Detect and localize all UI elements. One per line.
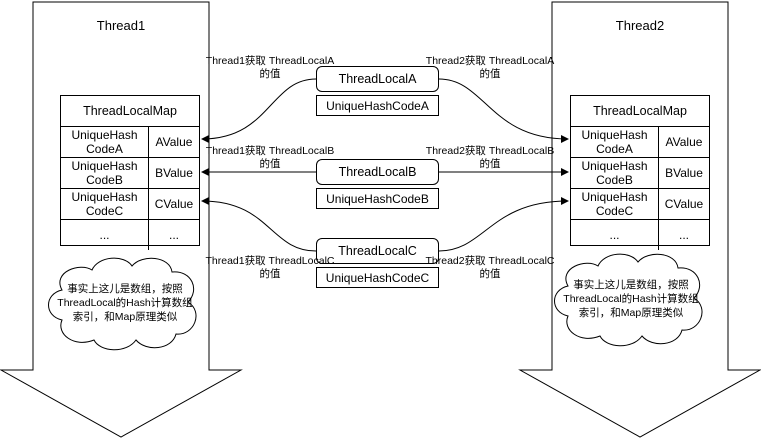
thread1-title: Thread1 [96,18,146,33]
connector-a-thread1 [201,78,317,143]
map-title: ThreadLocalMap [571,96,709,127]
thread2-note-text: 事实上这儿是数组，按照ThreadLocal的Hash计算数组索引，和Map原理… [563,279,699,319]
map-key: UniqueHash CodeB [571,158,659,188]
thread1-note-cloud [48,257,197,351]
threadlocal-hashcode: UniqueHashCodeB [316,188,439,209]
map-key: ... [61,220,149,250]
label-thread1-get-b: Thread1获取 ThreadLocalB的值 [205,145,335,170]
table-row: UniqueHash CodeA AValue [61,127,199,158]
threadlocal-a-box: ThreadLocalA UniqueHashCodeA [316,66,439,116]
map-key: UniqueHash CodeA [61,127,149,157]
map-key: UniqueHash CodeC [61,189,149,219]
map-key: ... [571,220,659,250]
connector-a-thread2 [438,78,569,143]
map-key: UniqueHash CodeC [571,189,659,219]
threadlocal-name: ThreadLocalC [316,238,439,264]
connector-c-thread1 [201,197,317,252]
map-value: AValue [665,135,703,149]
label-thread2-get-b: Thread2获取 ThreadLocalB的值 [425,145,555,170]
threadlocal-c-box: ThreadLocalC UniqueHashCodeC [316,238,439,288]
map-value: BValue [665,166,703,180]
label-thread2-get-c: Thread2获取 ThreadLocalC的值 [425,255,555,280]
label-thread1-get-c: Thread1获取 ThreadLocalC的值 [205,255,335,280]
table-row: ... ... [61,220,199,250]
table-row: UniqueHash CodeA AValue [571,127,709,158]
table-row: UniqueHash CodeC CValue [61,189,199,220]
connector-c-thread2 [438,197,569,252]
thread2-note-cloud [554,253,703,347]
threadlocal-b-box: ThreadLocalB UniqueHashCodeB [316,159,439,209]
label-thread1-get-a: Thread1获取 ThreadLocalA的值 [205,55,335,80]
threadlocal-hashcode: UniqueHashCodeC [316,267,439,288]
map-value: CValue [154,197,194,211]
threadlocal-name: ThreadLocalA [316,66,439,92]
table-row: UniqueHash CodeB BValue [61,158,199,189]
thread2-map-table: ThreadLocalMap UniqueHash CodeA AValue U… [570,95,710,250]
map-value: CValue [664,197,704,211]
map-value: AValue [155,135,193,149]
table-row: UniqueHash CodeC CValue [571,189,709,220]
map-value: BValue [155,166,193,180]
threadlocal-name: ThreadLocalB [316,159,439,185]
threadlocal-hashcode: UniqueHashCodeA [316,95,439,116]
map-key: UniqueHash CodeA [571,127,659,157]
map-value: ... [678,228,689,242]
map-value: ... [168,228,179,242]
thread1-note-text: 事实上这儿是数组，按照ThreadLocal的Hash计算数组索引，和Map原理… [57,283,193,323]
map-title: ThreadLocalMap [61,96,199,127]
thread2-title: Thread2 [615,18,665,33]
table-row: ... ... [571,220,709,250]
table-row: UniqueHash CodeB BValue [571,158,709,189]
map-key: UniqueHash CodeB [61,158,149,188]
label-thread2-get-a: Thread2获取 ThreadLocalA的值 [425,55,555,80]
thread1-map-table: ThreadLocalMap UniqueHash CodeA AValue U… [60,95,200,250]
